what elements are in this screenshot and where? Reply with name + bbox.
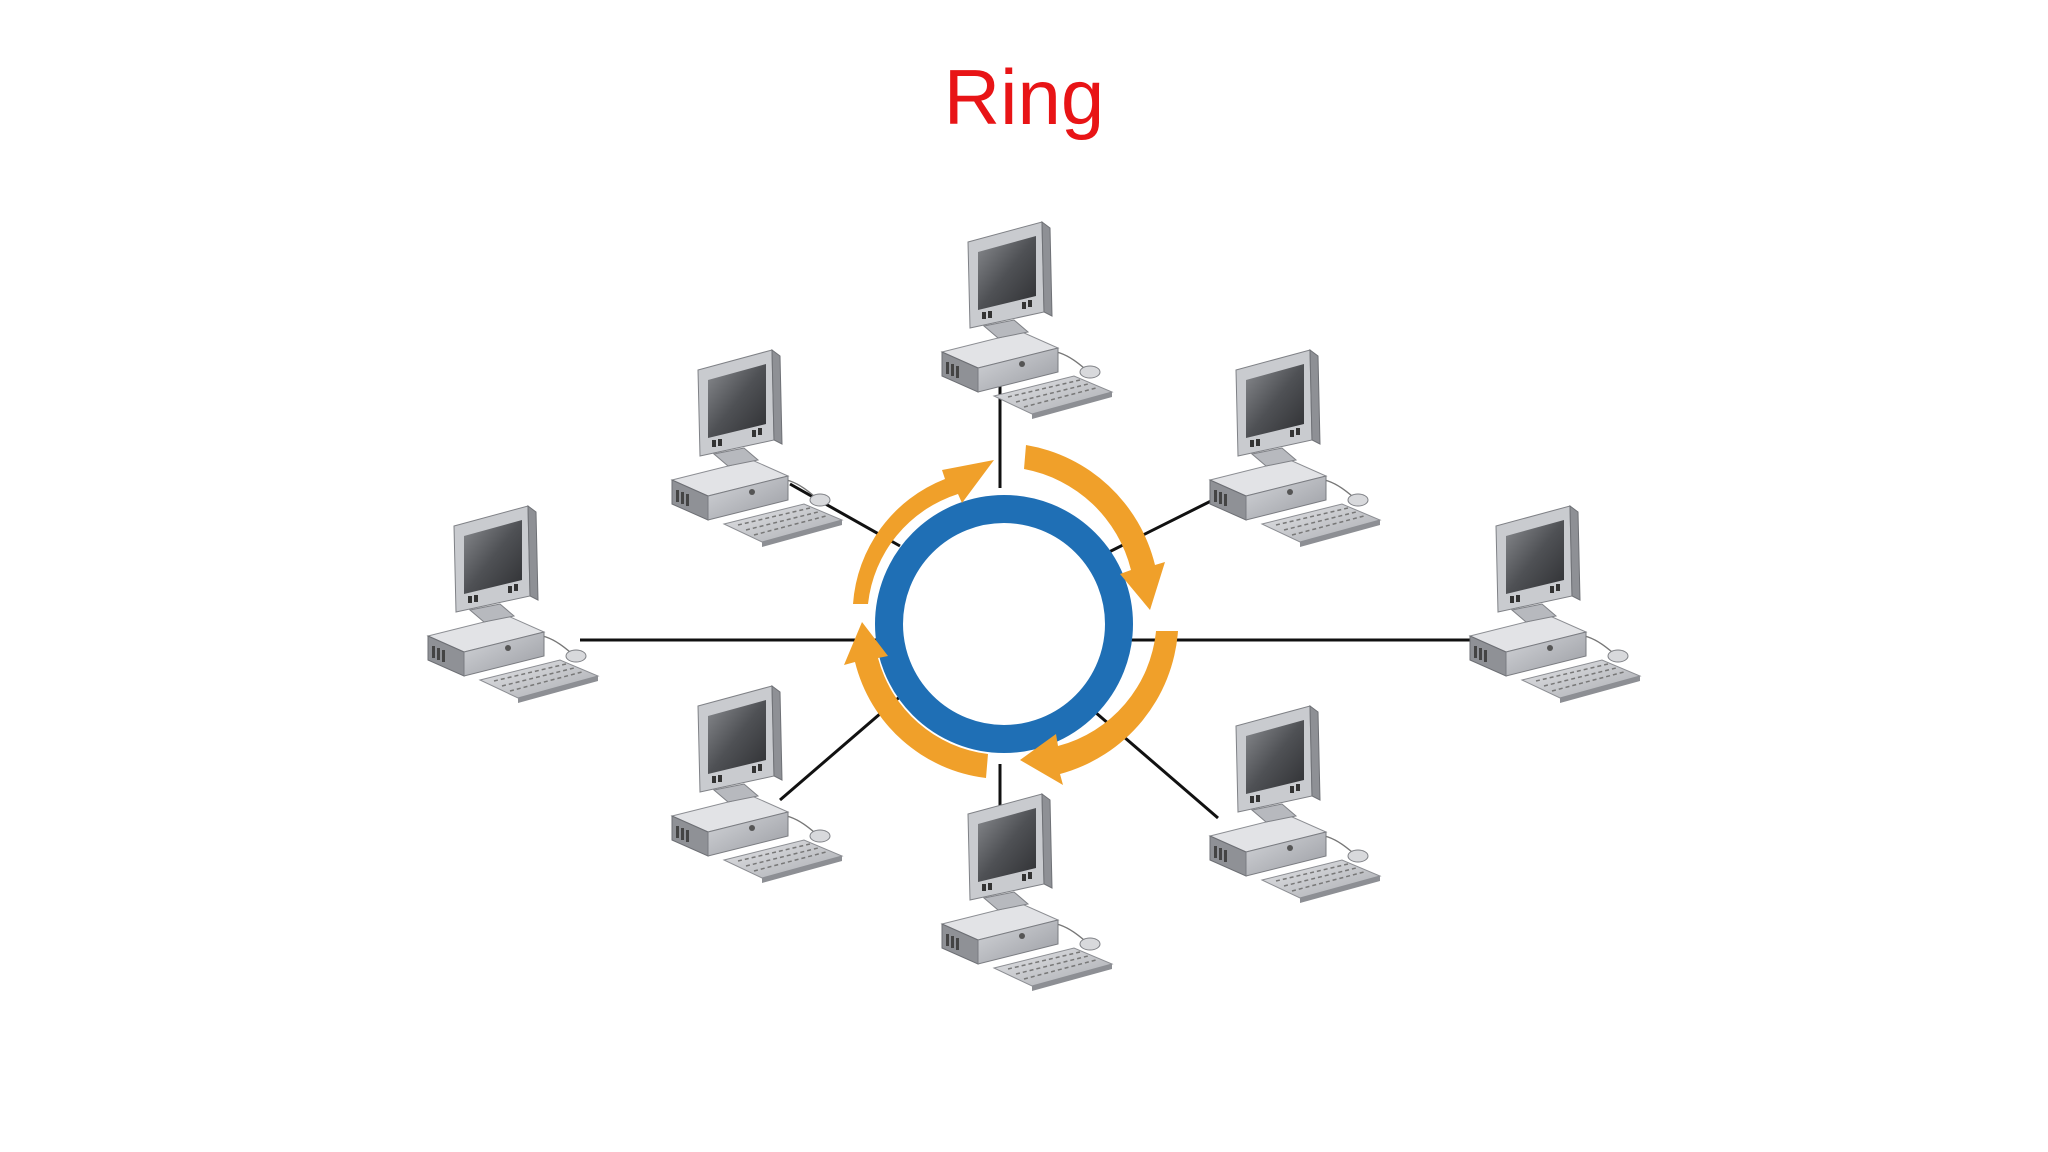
- flow-arrow-bottom-left: [844, 622, 988, 778]
- desktop-computer-icon: [941, 793, 1113, 992]
- flow-arrows: [842, 445, 1178, 785]
- desktop-computer-icon: [1209, 349, 1381, 548]
- desktop-computer-icon: [671, 685, 843, 884]
- computer-node-bottom[interactable]: [941, 793, 1113, 992]
- slide-title: Ring: [943, 53, 1105, 141]
- desktop-computer-icon: [1209, 705, 1381, 904]
- flow-arrow-top-left: [842, 460, 994, 604]
- desktop-computer-icon: [941, 221, 1113, 420]
- computer-node-left[interactable]: [427, 505, 599, 704]
- desktop-computer-icon: [427, 505, 599, 704]
- computer-node-top-right[interactable]: [1209, 349, 1381, 548]
- computer-node-bottom-left[interactable]: [671, 685, 843, 884]
- desktop-computer-icon: [671, 349, 843, 548]
- computer-node-right[interactable]: [1469, 505, 1641, 704]
- flow-arrow-bottom-right: [1020, 631, 1178, 785]
- ring-cable: [875, 495, 1133, 753]
- computer-node-bottom-right[interactable]: [1209, 705, 1381, 904]
- desktop-computer-icon: [1469, 505, 1641, 704]
- flow-arrow-top-right: [1024, 445, 1165, 610]
- computer-node-top-left[interactable]: [671, 349, 843, 548]
- computer-node-top[interactable]: [941, 221, 1113, 420]
- network-nodes: [427, 221, 1641, 992]
